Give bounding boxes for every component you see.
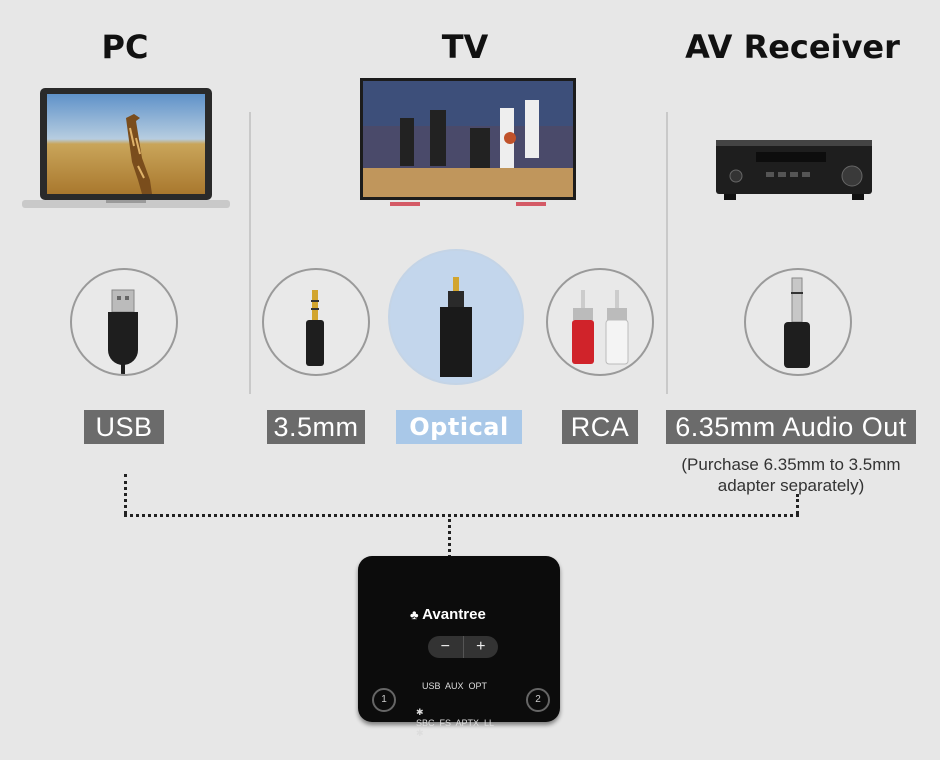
usb-connector-icon bbox=[70, 268, 178, 376]
tv-image bbox=[360, 78, 576, 212]
device-brand: ♣ Avantree bbox=[410, 606, 486, 623]
divider-right bbox=[666, 112, 668, 394]
headphone-button-2-icon[interactable]: 2 bbox=[526, 688, 550, 712]
optical-connector-icon bbox=[388, 249, 524, 385]
volume-up-button[interactable]: + bbox=[476, 638, 486, 655]
volume-down-button[interactable]: − bbox=[428, 636, 464, 658]
aux-3-5mm-connector-icon bbox=[262, 268, 370, 376]
heading-av-receiver: AV Receiver bbox=[685, 28, 900, 66]
laptop-image bbox=[22, 88, 230, 210]
audio-6-35mm-connector-icon bbox=[744, 268, 852, 376]
heading-tv: TV bbox=[441, 28, 489, 66]
label-optical: Optical bbox=[396, 410, 522, 444]
device-brand-text: Avantree bbox=[422, 606, 486, 623]
dotted-line-av bbox=[796, 494, 799, 514]
dotted-line-device bbox=[448, 514, 451, 558]
adapter-note: (Purchase 6.35mm to 3.5mm adapter separa… bbox=[656, 454, 926, 496]
headphone-button-1-icon[interactable]: 1 bbox=[372, 688, 396, 712]
adapter-note-line1: (Purchase 6.35mm to 3.5mm bbox=[681, 455, 901, 474]
heading-pc: PC bbox=[101, 28, 149, 66]
transmitter-device: ♣ Avantree − + USB AUX OPT ✱ SBC FS APTX… bbox=[358, 556, 560, 738]
volume-rocker: − + bbox=[428, 636, 498, 658]
divider-left bbox=[249, 112, 251, 394]
label-3-5mm: 3.5mm bbox=[267, 410, 365, 444]
label-rca: RCA bbox=[562, 410, 638, 444]
av-receiver-image bbox=[716, 140, 872, 202]
adapter-note-line2: adapter separately) bbox=[717, 476, 865, 495]
dotted-line-horizontal bbox=[124, 514, 799, 517]
device-input-labels: USB AUX OPT bbox=[422, 681, 488, 691]
label-6-35mm-audio-out: 6.35mm Audio Out bbox=[666, 410, 916, 444]
dotted-line-usb bbox=[124, 474, 127, 514]
device-codec-labels: SBC FS APTX LL bbox=[416, 718, 495, 728]
bluetooth-icon: ✱ bbox=[416, 707, 424, 717]
device-codec-row: ✱ SBC FS APTX LL ✱ bbox=[406, 697, 494, 749]
avantree-logo-icon: ♣ bbox=[410, 607, 419, 622]
rca-connector-icon bbox=[546, 268, 654, 376]
label-usb: USB bbox=[84, 410, 164, 444]
bluetooth-icon-right: ✱ bbox=[416, 728, 424, 738]
